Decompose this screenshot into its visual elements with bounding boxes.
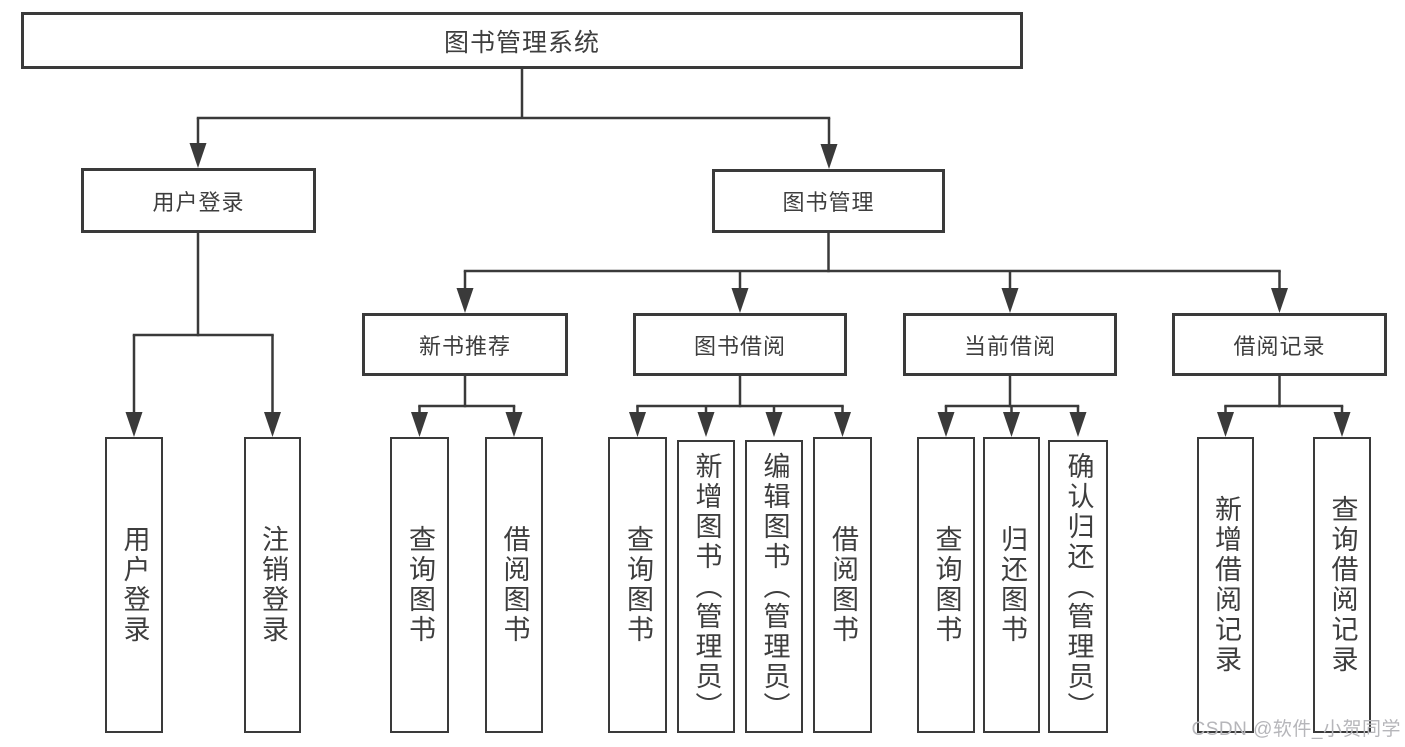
node-label: 图书管理系统: [443, 28, 600, 57]
leaf-add-books-admin: 新增图书（管理员）: [677, 440, 735, 733]
leaf-logout: 注销登录: [244, 437, 301, 733]
leaf-label: 查询图书: [931, 525, 962, 645]
leaf-edit-books-admin: 编辑图书（管理员）: [745, 440, 803, 733]
node-label: 图书管理: [782, 190, 875, 215]
leaf-label: 借阅图书: [828, 525, 858, 645]
node-book-borrowing: 图书借阅: [633, 313, 847, 376]
csdn-watermark: CSDN @软件_小贺同学: [1191, 719, 1401, 740]
arrow-down-heads: [125, 143, 1351, 437]
node-book-management: 图书管理: [712, 169, 945, 233]
leaf-label: 新增借阅记录: [1211, 495, 1241, 675]
leaf-label: 注销登录: [258, 525, 288, 645]
node-user-login: 用户登录: [81, 168, 316, 233]
leaf-label: 查询图书: [405, 525, 435, 645]
leaf-label: 用户登录: [119, 525, 150, 645]
leaf-borrow-books-recommend: 借阅图书: [485, 437, 543, 733]
leaf-confirm-return-admin: 确认归还（管理员）: [1048, 440, 1108, 733]
leaf-user-login: 用户登录: [105, 437, 163, 733]
node-label: 新书推荐: [418, 333, 511, 359]
leaf-query-books-recommend: 查询图书: [390, 437, 449, 733]
leaf-borrow-books-borrowing: 借阅图书: [813, 437, 872, 733]
leaf-return-books: 归还图书: [983, 437, 1040, 733]
leaf-label: 归还图书: [997, 525, 1027, 645]
leaf-query-books-current: 查询图书: [917, 437, 975, 733]
node-borrowing-records: 借阅记录: [1172, 313, 1387, 376]
node-label: 图书借阅: [693, 333, 786, 359]
node-current-borrowing: 当前借阅: [903, 313, 1117, 376]
leaf-label: 新增图书（管理员）: [691, 451, 722, 722]
leaf-label: 编辑图书（管理员）: [759, 451, 790, 722]
leaf-label: 确认归还（管理员）: [1063, 451, 1094, 722]
leaf-label: 查询图书: [623, 525, 653, 645]
leaf-label: 借阅图书: [499, 525, 530, 645]
node-new-book-recommendation: 新书推荐: [362, 313, 568, 376]
leaf-label: 查询借阅记录: [1327, 495, 1358, 675]
leaf-add-borrow-record: 新增借阅记录: [1197, 437, 1254, 733]
node-label: 当前借阅: [963, 333, 1056, 359]
node-library-management-system: 图书管理系统: [21, 12, 1023, 69]
node-label: 借阅记录: [1233, 333, 1326, 359]
node-label: 用户登录: [152, 189, 245, 215]
leaf-query-books-borrowing: 查询图书: [608, 437, 667, 733]
leaf-query-borrow-record: 查询借阅记录: [1313, 437, 1371, 733]
